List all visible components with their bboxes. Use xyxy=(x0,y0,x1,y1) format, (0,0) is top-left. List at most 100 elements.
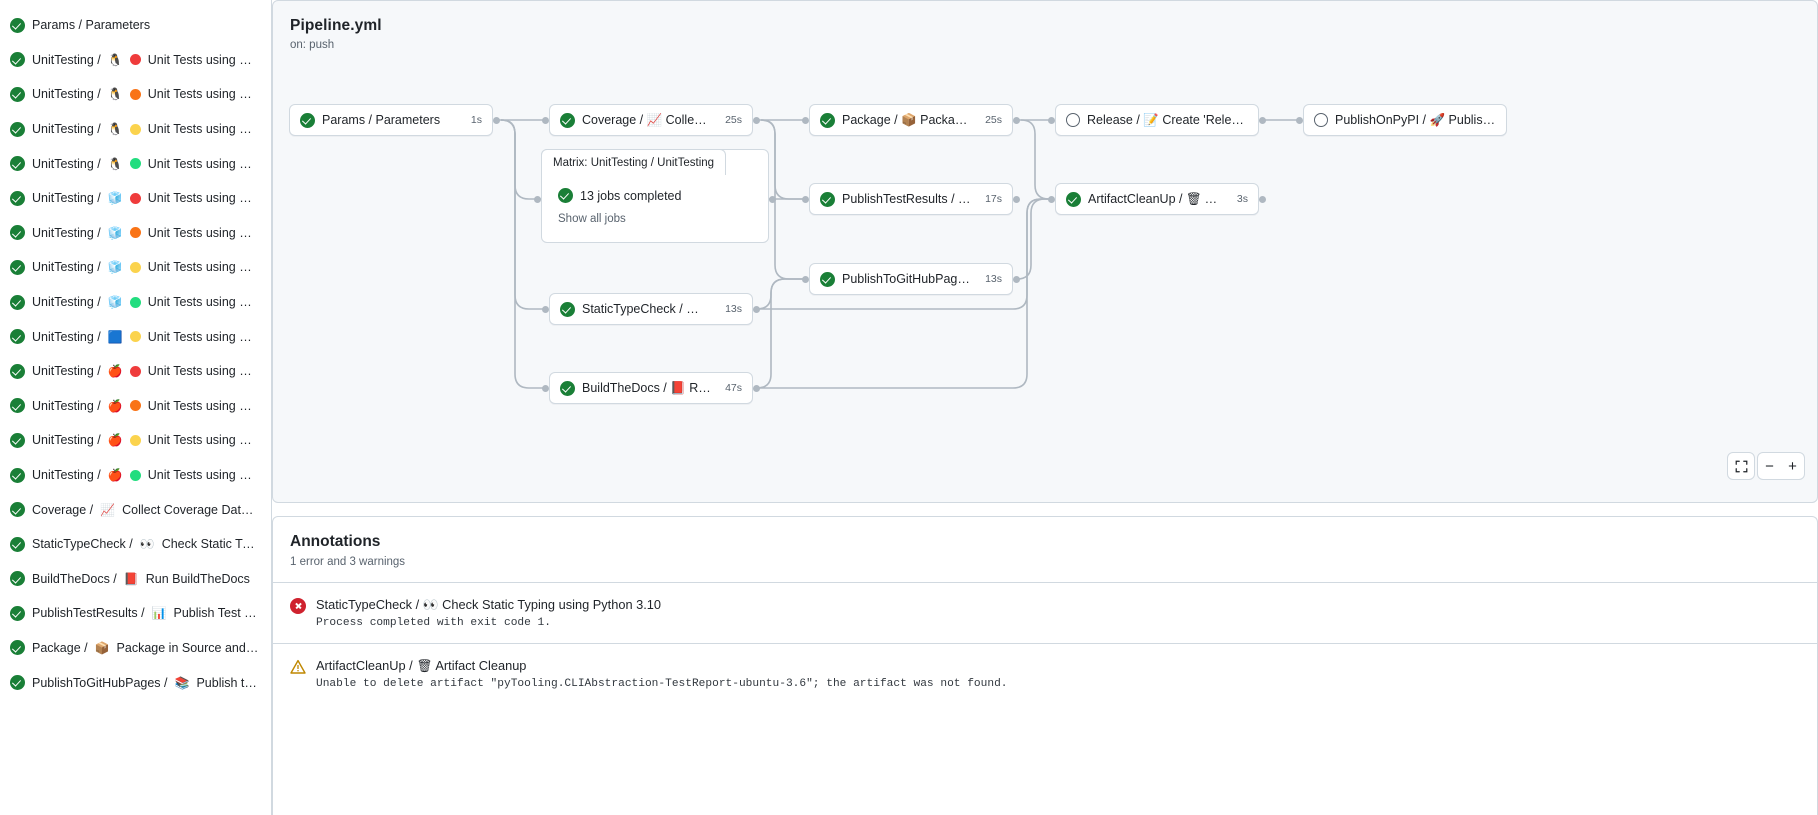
matrix-jobs-row[interactable]: 13 jobs completed xyxy=(558,188,754,203)
sidebar-job-item[interactable]: PublishToGitHubPages / 📚Publish to G... xyxy=(4,665,267,700)
sidebar-job-prefix: UnitTesting / xyxy=(32,364,101,378)
graph-node-label: Release / 📝 Create 'Release P... xyxy=(1087,113,1248,128)
graph-node-label: StaticTypeCheck / 👀 Chec... xyxy=(582,302,712,317)
sidebar-job-item[interactable]: UnitTesting / 🧊Unit Tests using Pyth... xyxy=(4,250,267,285)
matrix-group-body: 13 jobs completed Show all jobs xyxy=(542,176,768,242)
warning-icon xyxy=(290,659,306,675)
graph-node-ghpages[interactable]: PublishToGitHubPages / 📚 ...13s xyxy=(809,263,1013,295)
matrix-color-dot-icon xyxy=(130,89,141,100)
sidebar-job-item[interactable]: Package / 📦Package in Source and Wh... xyxy=(4,631,267,666)
graph-node-docs[interactable]: BuildTheDocs / 📕 Run Buil...47s xyxy=(549,372,753,404)
success-check-icon xyxy=(820,113,835,128)
annotation-item[interactable]: ArtifactCleanUp / 🗑 Artifact CleanupUnab… xyxy=(273,643,1817,704)
sidebar-job-item[interactable]: UnitTesting / 🐧Unit Tests using Pyth... xyxy=(4,146,267,181)
annotation-item[interactable]: StaticTypeCheck / 👀 Check Static Typing … xyxy=(273,582,1817,643)
sidebar-job-prefix: UnitTesting / xyxy=(32,87,101,101)
graph-node-duration: 47s xyxy=(719,382,742,394)
sidebar-job-item[interactable]: UnitTesting / 🍎Unit Tests using Pyth... xyxy=(4,354,267,389)
node-output-pin xyxy=(1259,117,1266,124)
node-output-pin xyxy=(1013,276,1020,283)
graph-node-label: ArtifactCleanUp / 🗑 Artifac... xyxy=(1088,192,1224,207)
sidebar-job-item[interactable]: PublishTestResults / 📊Publish Test Resu.… xyxy=(4,596,267,631)
annotations-summary: 1 error and 3 warnings xyxy=(290,556,1800,568)
node-input-pin xyxy=(1296,117,1303,124)
sidebar-job-item[interactable]: UnitTesting / 🍎Unit Tests using Pyth... xyxy=(4,423,267,458)
sidebar-job-item[interactable]: UnitTesting / 🐧Unit Tests using Pyth... xyxy=(4,77,267,112)
sidebar-job-label: Unit Tests using Pyth... xyxy=(148,295,259,309)
success-check-icon xyxy=(1066,192,1081,207)
success-check-icon xyxy=(10,502,25,517)
matrix-color-dot-icon xyxy=(130,158,141,169)
success-check-icon xyxy=(10,398,25,413)
matrix-color-dot-icon xyxy=(130,262,141,273)
graph-node-testresults[interactable]: PublishTestResults / 📊 Pu...17s xyxy=(809,183,1013,215)
sidebar-job-label: Params / Parameters xyxy=(32,18,259,32)
graph-node-duration: 17s xyxy=(979,193,1002,205)
sidebar-job-prefix: UnitTesting / xyxy=(32,260,101,274)
node-output-pin xyxy=(753,385,760,392)
graph-node-label: Coverage / 📈 Collect Cove... xyxy=(582,113,712,128)
graph-node-duration: 25s xyxy=(719,114,742,126)
graph-node-package[interactable]: Package / 📦 Package in So...25s xyxy=(809,104,1013,136)
sidebar-job-label: Unit Tests using Pyth... xyxy=(148,87,259,101)
success-check-icon xyxy=(10,675,25,690)
graph-node-coverage[interactable]: Coverage / 📈 Collect Cove... 25s xyxy=(549,104,753,136)
sidebar-job-item[interactable]: UnitTesting / 🍎Unit Tests using Pyth... xyxy=(4,389,267,424)
matrix-color-dot-icon xyxy=(130,331,141,342)
graph-node-release[interactable]: Release / 📝 Create 'Release P... xyxy=(1055,104,1259,136)
sidebar-job-prefix: UnitTesting / xyxy=(32,122,101,136)
success-check-icon xyxy=(10,468,25,483)
sidebar-job-label: Collect Coverage Data usi... xyxy=(122,503,259,517)
sidebar-job-emoji-icon: 🧊 xyxy=(108,261,123,273)
sidebar-job-prefix: UnitTesting / xyxy=(32,295,101,309)
sidebar-job-label: Unit Tests using Pyth... xyxy=(148,399,259,413)
sidebar-job-prefix: UnitTesting / xyxy=(32,53,101,67)
matrix-color-dot-icon xyxy=(130,400,141,411)
graph-node-typecheck[interactable]: StaticTypeCheck / 👀 Chec...13s xyxy=(549,293,753,325)
sidebar-job-item[interactable]: UnitTesting / 🐧Unit Tests using Pyth... xyxy=(4,43,267,78)
fit-to-screen-button[interactable] xyxy=(1727,452,1755,480)
node-output-pin xyxy=(493,117,500,124)
sidebar-job-prefix: UnitTesting / xyxy=(32,399,101,413)
success-check-icon xyxy=(10,364,25,379)
sidebar-job-item[interactable]: UnitTesting / 🧊Unit Tests using Pyth... xyxy=(4,285,267,320)
zoom-in-button[interactable]: + xyxy=(1781,453,1804,479)
graph-node-pypi[interactable]: PublishOnPyPI / 🚀 Publish to ... xyxy=(1303,104,1507,136)
sidebar-job-label: Unit Tests using Pyth... xyxy=(148,53,259,67)
sidebar-job-item[interactable]: UnitTesting / 🐧Unit Tests using Pyth... xyxy=(4,112,267,147)
matrix-color-dot-icon xyxy=(130,227,141,238)
sidebar-job-item[interactable]: BuildTheDocs / 📕Run BuildTheDocs xyxy=(4,562,267,597)
zoom-controls: − + xyxy=(1757,452,1805,480)
sidebar-job-item[interactable]: UnitTesting / 🧊Unit Tests using Pyth... xyxy=(4,216,267,251)
sidebar-job-item[interactable]: UnitTesting / 🟦Unit Tests using Pyth... xyxy=(4,319,267,354)
success-check-icon xyxy=(560,381,575,396)
sidebar-job-prefix: StaticTypeCheck / xyxy=(32,537,133,551)
node-output-pin xyxy=(753,117,760,124)
annotation-body: ArtifactCleanUp / 🗑 Artifact CleanupUnab… xyxy=(316,658,1008,690)
node-output-pin xyxy=(1013,117,1020,124)
sidebar-job-emoji-icon: 👀 xyxy=(140,538,155,550)
node-input-pin xyxy=(542,306,549,313)
graph-node-params[interactable]: Params / Parameters1s xyxy=(289,104,493,136)
success-check-icon xyxy=(10,571,25,586)
sidebar-job-item[interactable]: UnitTesting / 🍎Unit Tests using Pyth... xyxy=(4,458,267,493)
success-check-icon xyxy=(10,156,25,171)
sidebar-job-item[interactable]: Params / Parameters xyxy=(4,8,267,43)
graph-node-duration: 13s xyxy=(979,273,1002,285)
sidebar-job-item[interactable]: UnitTesting / 🧊Unit Tests using Pyth... xyxy=(4,181,267,216)
matrix-color-dot-icon xyxy=(130,435,141,446)
annotation-message: Process completed with exit code 1. xyxy=(316,617,661,629)
node-input-pin xyxy=(1048,196,1055,203)
sidebar-job-prefix: UnitTesting / xyxy=(32,468,101,482)
success-check-icon xyxy=(10,606,25,621)
show-all-jobs-link[interactable]: Show all jobs xyxy=(558,213,754,225)
success-check-icon xyxy=(10,191,25,206)
sidebar-job-item[interactable]: Coverage / 📈Collect Coverage Data usi... xyxy=(4,492,267,527)
graph-node-cleanup[interactable]: ArtifactCleanUp / 🗑 Artifac...3s xyxy=(1055,183,1259,215)
zoom-out-button[interactable]: − xyxy=(1758,453,1781,479)
sidebar-job-item[interactable]: StaticTypeCheck / 👀Check Static Typing..… xyxy=(4,527,267,562)
success-check-icon xyxy=(10,329,25,344)
queued-circle-icon xyxy=(1066,113,1080,127)
matrix-color-dot-icon xyxy=(130,124,141,135)
sidebar-job-label: Package in Source and Wh... xyxy=(117,641,259,655)
